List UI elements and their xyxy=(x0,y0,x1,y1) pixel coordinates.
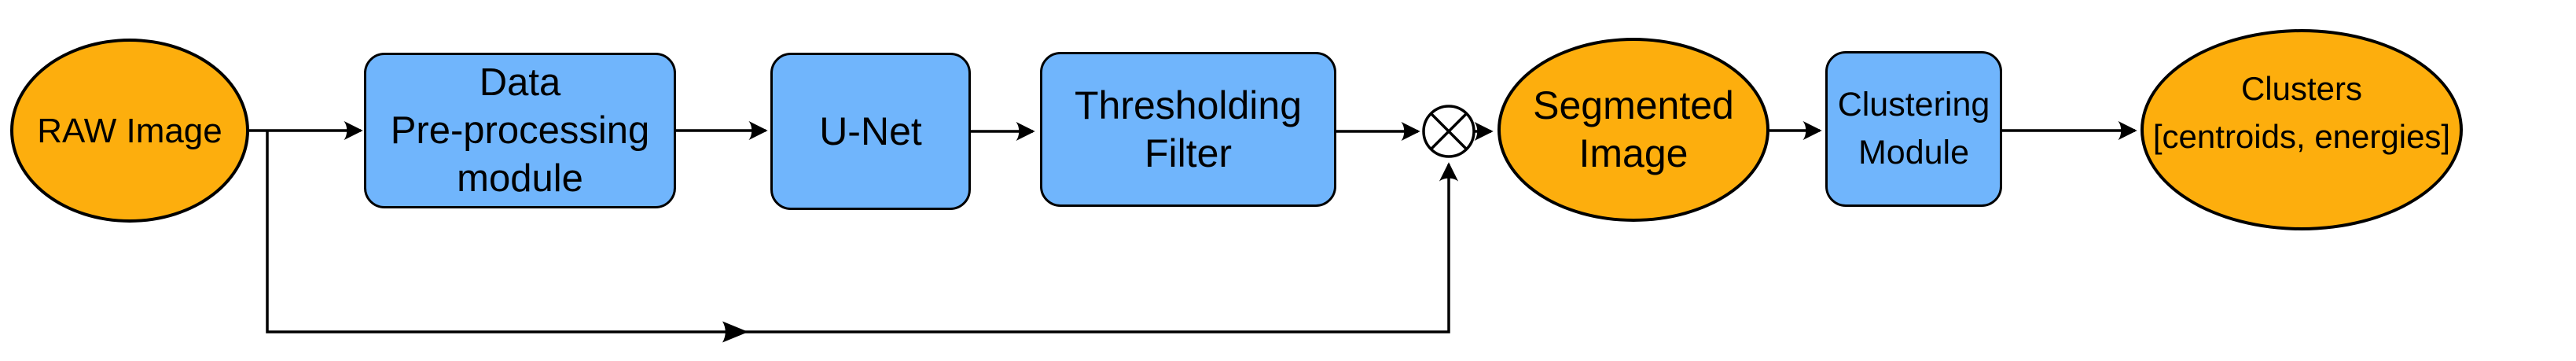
node-label-line: [centroids, energies] xyxy=(2152,118,2451,155)
node-label-line: Pre-processing xyxy=(390,109,650,152)
node-multiply-operator xyxy=(1422,105,1475,158)
node-label-line: Image xyxy=(1578,131,1689,175)
multiply-cross-icon xyxy=(1430,112,1468,150)
node-raw-image: RAW Image xyxy=(10,39,249,223)
node-unet: U-Net xyxy=(770,53,971,210)
node-label-line: Module xyxy=(1858,134,1970,171)
node-label-line: Thresholding xyxy=(1074,83,1303,127)
node-data-preprocessing-module: Data Pre-processing module xyxy=(364,53,676,208)
node-label-line: Filter xyxy=(1144,131,1233,175)
node-label-line: module xyxy=(457,157,583,200)
node-label-line: Segmented xyxy=(1533,83,1734,127)
node-label-line: Clustering xyxy=(1837,86,1990,123)
node-segmented-image: Segmented Image xyxy=(1497,38,1769,222)
edge-raw-to-multiply-bypass xyxy=(266,131,1459,333)
node-clusters-output: Clusters [centroids, energies] xyxy=(2141,29,2463,230)
node-label-line: RAW Image xyxy=(37,111,222,150)
node-label-line: Clusters xyxy=(2240,70,2363,107)
node-thresholding-filter: Thresholding Filter xyxy=(1040,52,1336,207)
node-clustering-module: Clustering Module xyxy=(1825,51,2002,207)
node-label-line: Data xyxy=(479,61,561,104)
node-label-line: U-Net xyxy=(819,109,922,153)
bypass-direction-arrowhead xyxy=(722,321,748,343)
